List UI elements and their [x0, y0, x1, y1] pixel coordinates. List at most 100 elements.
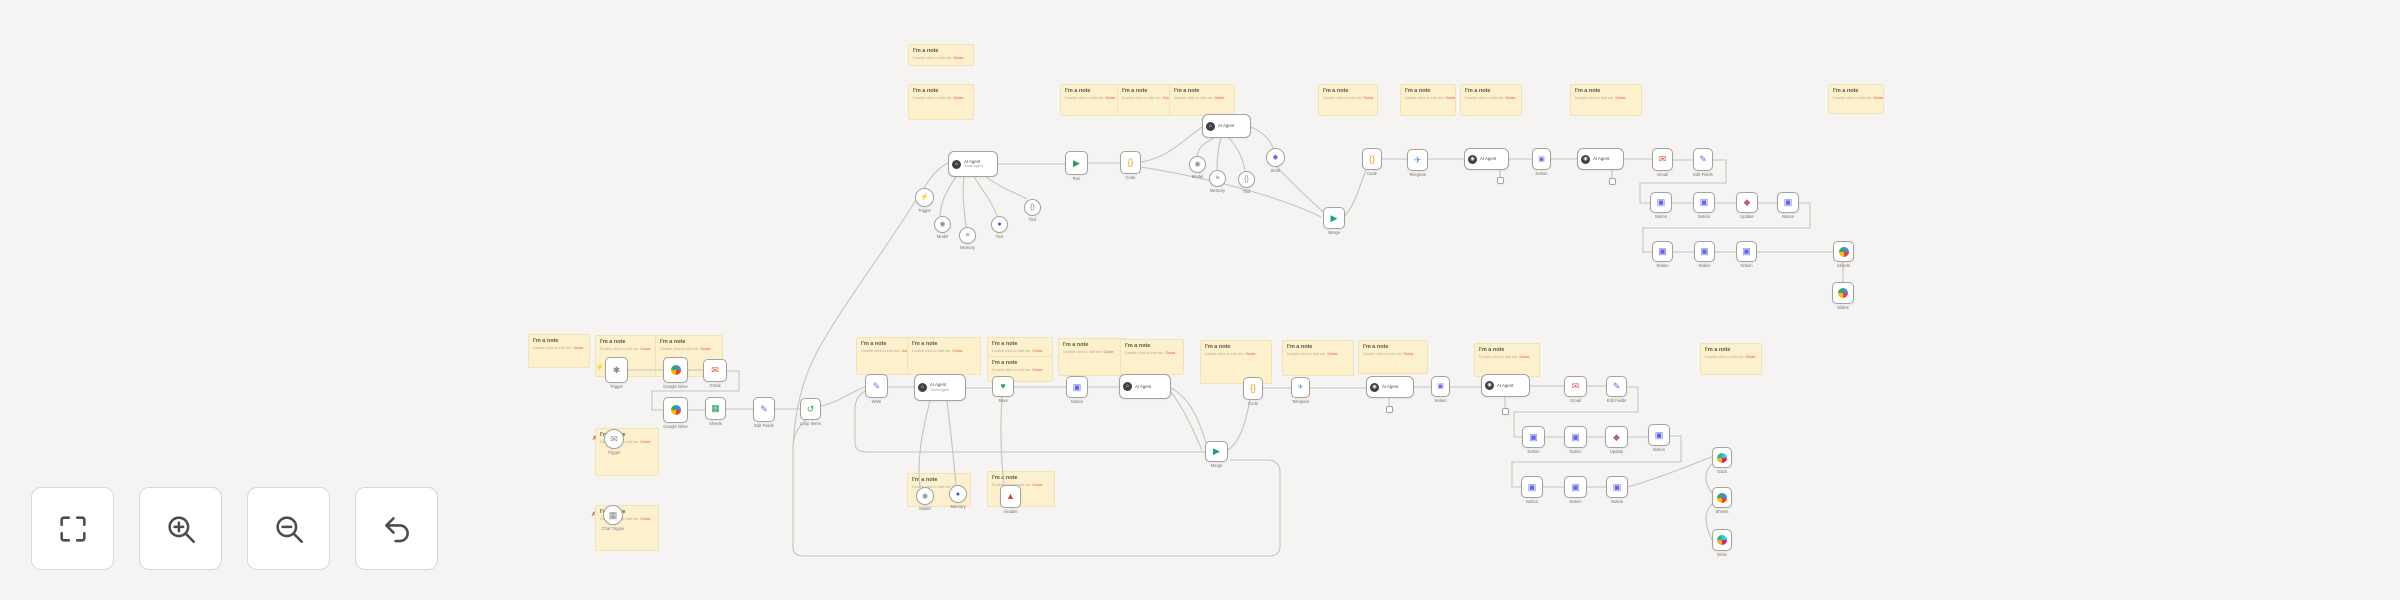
lower-notion-b-node[interactable]: ▣Notion	[1431, 376, 1450, 403]
sticky-note[interactable]: I'm a note Double click to edit me. Guid…	[1700, 343, 1762, 375]
upper-memory-1-node[interactable]: ≡Memory	[959, 227, 976, 250]
zoom-in-button[interactable]	[139, 487, 222, 570]
sticky-note-guide-link[interactable]: Guide	[901, 348, 909, 353]
upper-run-node[interactable]: ▶Run	[1065, 151, 1088, 181]
sticky-note[interactable]: I'm a note Double click to edit me. Guid…	[987, 471, 1055, 507]
upper-memory-2-node[interactable]: ≡Memory	[1209, 170, 1226, 193]
zoom-out-button[interactable]	[247, 487, 330, 570]
lower-notion-1-node[interactable]: ▣Notion	[1522, 426, 1545, 454]
sticky-note-guide-link[interactable]: Guide	[640, 346, 651, 351]
upper-notion-0-node[interactable]: ▣Notion	[1532, 148, 1551, 176]
sticky-note-guide-link[interactable]: Guide	[1363, 95, 1374, 100]
lower-mini-2-node[interactable]	[1502, 408, 1509, 415]
upper-notion-5-node[interactable]: ▣Notion	[1694, 241, 1715, 268]
sticky-note[interactable]: I'm a note Double click to edit me. Guid…	[528, 334, 590, 368]
sticky-note-guide-link[interactable]: Guide	[953, 55, 964, 60]
lower-model-node[interactable]: ◉Model	[916, 487, 934, 511]
sticky-note-guide-link[interactable]: Guide	[952, 348, 963, 353]
upper-code-1-node[interactable]: {}Code	[1120, 151, 1141, 180]
sticky-note[interactable]: I'm a note Double click to edit me. Guid…	[1318, 84, 1378, 116]
lower-trigger-node[interactable]: ✱Trigger	[605, 357, 628, 389]
upper-edit-node[interactable]: ✎Edit Fields	[1693, 148, 1713, 177]
lower-airtable-node[interactable]: ▲Airtable	[1000, 485, 1021, 514]
undo-button[interactable]	[355, 487, 438, 570]
sticky-note[interactable]: I'm a note Double click to edit me. Guid…	[1060, 84, 1120, 116]
upper-update-node[interactable]: ◆Update	[1736, 192, 1758, 219]
lower-edit-2-node[interactable]: ✎Edit Fields	[1606, 376, 1627, 403]
sticky-note-guide-link[interactable]: Guide	[1162, 95, 1173, 100]
sticky-note-guide-link[interactable]: Guide	[1745, 354, 1756, 359]
sticky-note-guide-link[interactable]: Guide	[700, 346, 711, 351]
sticky-note-guide-link[interactable]: Guide	[1873, 95, 1884, 100]
disabled-trigger-1-node[interactable]: ✉Trigger	[604, 429, 624, 455]
upper-vector-store-node[interactable]: ◆Store	[1266, 148, 1285, 173]
sticky-note-guide-link[interactable]: Guide	[1505, 95, 1516, 100]
disabled-trigger-2-node[interactable]: ▦Chat Trigger	[601, 505, 625, 531]
sticky-note[interactable]: I'm a note Double click to edit me. Guid…	[907, 337, 981, 375]
upper-trigger-node[interactable]: ⚡Trigger	[915, 188, 934, 213]
upper-merge-node[interactable]: ▶Merge	[1323, 207, 1345, 235]
upper-notion-3-node[interactable]: ▣Notion	[1777, 192, 1799, 219]
sticky-note[interactable]: I'm a note Double click to edit me. Guid…	[1282, 340, 1354, 376]
sticky-note-guide-link[interactable]: Guide	[640, 439, 651, 444]
sticky-note-guide-link[interactable]: Guide	[1519, 354, 1530, 359]
upper-sheets-node[interactable]: Sheets	[1833, 241, 1854, 268]
upper-notion-2-node[interactable]: ▣Notion	[1693, 192, 1715, 219]
lower-merge-node[interactable]: ▶Merge	[1205, 441, 1228, 468]
lower-gdrive-2-node[interactable]: Google Drive	[663, 397, 688, 429]
lower-sheets-node[interactable]: ▦Sheets	[705, 397, 726, 426]
sticky-note-guide-link[interactable]: Guide	[1032, 482, 1043, 487]
lower-notion-2-node[interactable]: ▣Notion	[1564, 426, 1587, 454]
sticky-note-guide-link[interactable]: Guide	[1032, 367, 1043, 372]
sticky-note[interactable]: I'm a note Double click to edit me. Guid…	[1400, 84, 1456, 116]
upper-tool-3-node[interactable]: {}Tool	[1238, 171, 1255, 194]
lower-update-node[interactable]: ◆Update	[1605, 426, 1628, 454]
lower-edit-0-node[interactable]: ✎Edit Fields	[753, 397, 775, 428]
sticky-note[interactable]: I'm a note Double click to edit me. Guid…	[908, 44, 974, 66]
sticky-note[interactable]: I'm a note Double click to edit me. Guid…	[908, 84, 974, 120]
upper-model-1-node[interactable]: ◉Model	[934, 216, 951, 239]
sticky-note-guide-link[interactable]: Guide	[640, 516, 651, 521]
sticky-note-guide-link[interactable]: Guide	[1327, 351, 1338, 356]
sticky-note-guide-link[interactable]: Guide	[1165, 350, 1176, 355]
sticky-note[interactable]: I'm a note Double click to edit me. Guid…	[987, 337, 1053, 359]
sticky-note-guide-link[interactable]: Guide	[573, 345, 584, 350]
lower-code-node[interactable]: {}Code	[1243, 377, 1263, 406]
upper-model-2-node[interactable]: ◉Model	[1189, 156, 1206, 179]
upper-agent-4-node[interactable]: ◉ AI Agent	[1577, 148, 1624, 170]
upper-agent-2-node[interactable]: ⌂ AI Agent	[1202, 114, 1251, 138]
upper-mini-2-node[interactable]	[1609, 178, 1616, 185]
lower-agent-c-node[interactable]: ◉ AI Agent	[1366, 376, 1414, 398]
sticky-note[interactable]: I'm a note Double click to edit me. Guid…	[987, 356, 1053, 382]
upper-notion-6-node[interactable]: ▣Notion	[1736, 241, 1757, 268]
sticky-note[interactable]: I'm a note Double click to edit me. Guid…	[1570, 84, 1642, 116]
lower-telegram-node[interactable]: ✈Telegram	[1291, 377, 1310, 404]
upper-gmail-node[interactable]: ✉Gmail	[1652, 148, 1673, 177]
sticky-note[interactable]: I'm a note Double click to edit me. Guid…	[1058, 338, 1128, 376]
lower-write-node[interactable]: ✎Write	[865, 374, 888, 404]
lower-agent-a-node[interactable]: ⌂ AI Agent Tools Agent	[914, 374, 966, 401]
lower-gmail-2-node[interactable]: ✉Gmail	[1564, 376, 1587, 403]
upper-agent-3-node[interactable]: ◉ AI Agent	[1464, 148, 1509, 170]
sticky-note[interactable]: I'm a note Double click to edit me. Guid…	[1474, 343, 1540, 377]
lower-loop-node[interactable]: ↺Loop Items	[800, 398, 821, 426]
lower-gdrive-1-node[interactable]: Google Drive	[663, 357, 688, 389]
sticky-note[interactable]: I'm a note Double click to edit me. Guid…	[1169, 84, 1235, 116]
sticky-note-guide-link[interactable]: Guide	[1245, 351, 1256, 356]
upper-notion-1-node[interactable]: ▣Notion	[1650, 192, 1672, 219]
lower-gmail-1-node[interactable]: ✉Gmail	[703, 359, 727, 388]
lower-gsheets-node[interactable]: Sheets	[1712, 487, 1732, 514]
upper-tool-2-node[interactable]: {}Tool	[1024, 199, 1041, 222]
fit-view-button[interactable]	[31, 487, 114, 570]
sticky-note-guide-link[interactable]: Guide	[1445, 95, 1456, 100]
lower-notion-3-node[interactable]: ▣Notion	[1648, 424, 1670, 452]
upper-slides-node[interactable]: Slides	[1832, 282, 1854, 310]
upper-agent-1-node[interactable]: ⌂ AI Agent Tools Agent	[948, 151, 998, 177]
lower-notion-6-node[interactable]: ▣Notion	[1606, 476, 1628, 504]
lower-agent-b-node[interactable]: ⌂ AI Agent	[1119, 374, 1171, 399]
sticky-note-guide-link[interactable]: Guide	[1214, 95, 1225, 100]
sticky-note[interactable]: I'm a note Double click to edit me. Guid…	[1460, 84, 1522, 116]
lower-agent-d-node[interactable]: ◉ AI Agent	[1481, 374, 1530, 397]
lower-save-node[interactable]: ♥Save	[992, 376, 1014, 403]
upper-notion-4-node[interactable]: ▣Notion	[1652, 241, 1673, 268]
